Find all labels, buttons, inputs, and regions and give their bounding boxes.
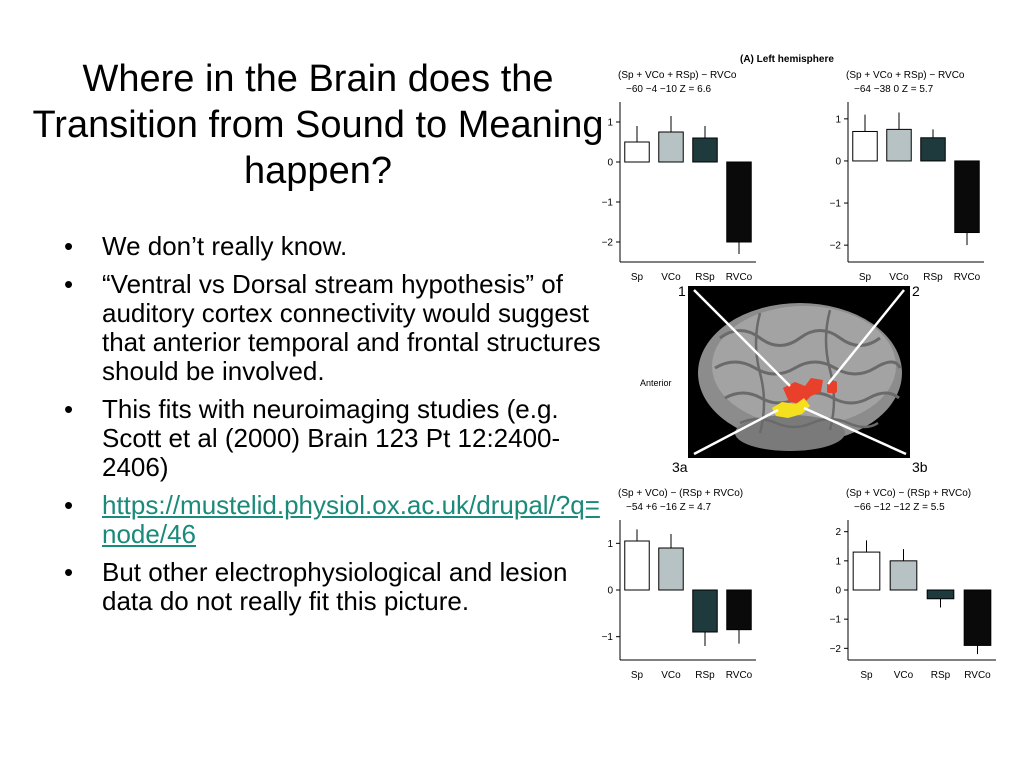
sulcus [714,360,902,376]
y-tick-label: −2 [830,241,842,252]
y-tick-label: 1 [607,539,613,550]
brain-label-2: 2 [912,283,920,299]
bar-vco [886,128,912,162]
x-tick-label: Sp [631,272,644,283]
bar-rvco [726,161,752,243]
arrow-2 [827,289,905,385]
bullet-item: https://mustelid.physiol.ox.ac.uk/drupal… [58,491,606,549]
bullet-item: “Ventral vs Dorsal stream hypothesis” of… [58,270,606,386]
y-tick-label: 0 [835,156,841,167]
x-tick-label: RSp [923,272,943,283]
slide-title: Where in the Brain does the Transition f… [32,58,604,192]
brain-label-1: 1 [678,283,686,299]
bar-sp [852,551,881,591]
y-tick-label: −1 [602,198,614,209]
bar-vco [889,560,918,591]
y-tick-label: 1 [835,556,841,567]
activation-yellow [772,398,810,418]
x-tick-label: RSp [695,670,715,681]
x-tick-label: RVCo [964,670,991,681]
y-tick-label: 0 [835,586,841,597]
y-tick-label: 2 [835,527,841,538]
reference-link[interactable]: https://mustelid.physiol.ox.ac.uk/drupal… [102,490,600,549]
bullet-item: But other electrophysiological and lesio… [58,558,606,616]
bar-chart-panels: (Sp + VCo + RSp) − RVCo −60 −4 −10 Z = 6.… [602,70,996,681]
figure-canvas: (A) Left hemisphere 1 [602,54,996,681]
x-tick-label: RVCo [954,272,981,283]
x-tick-label: VCo [894,670,914,681]
chart-subtitle: −64 −38 0 Z = 5.7 [854,84,934,95]
x-tick-label: RSp [695,272,715,283]
brain-label-3b: 3b [912,459,928,475]
bar-rsp [926,589,955,600]
x-tick-label: Sp [859,272,872,283]
chart-subtitle: −54 +6 −16 Z = 4.7 [626,502,712,513]
x-tick-label: Sp [860,670,873,681]
brain-label-3a: 3a [672,459,688,475]
bar-vco [658,547,684,591]
y-tick-label: −1 [602,632,614,643]
sulcus [754,312,766,434]
bar-rsp [692,589,718,633]
pointer-arrows [693,289,907,456]
x-tick-label: RVCo [726,670,753,681]
chart-title: (Sp + VCo + RSp) − RVCo [846,70,965,81]
sulcus [739,417,879,429]
x-tick-label: RSp [931,670,951,681]
bar-sp [624,540,650,591]
bullet-item: This fits with neuroimaging studies (e.g… [58,395,606,482]
y-tick-label: −1 [830,199,842,210]
bar-chart-panel-1: (Sp + VCo + RSp) − RVCo −60 −4 −10 Z = 6.… [602,70,756,283]
x-tick-label: Sp [631,670,644,681]
bar-sp [624,141,650,163]
activation-red [783,378,823,404]
bar-chart-panel-3a: (Sp + VCo) − (RSp + RVCo) −54 +6 −16 Z = … [602,488,756,681]
sulcus [719,329,881,347]
brain-label-anterior: Anterior [640,378,672,388]
y-tick-label: 0 [607,586,613,597]
bar-rvco [963,589,992,646]
y-tick-label: −2 [830,644,842,655]
x-tick-label: VCo [661,670,681,681]
bar-rvco [726,589,752,631]
brain-figure: (A) Left hemisphere 1 [590,48,1010,688]
bar-chart-panel-3b: (Sp + VCo) − (RSp + RVCo) −66 −12 −12 Z =… [830,488,996,681]
arrow-3b [803,406,907,456]
bar-chart-panel-2: (Sp + VCo + RSp) − RVCo −64 −38 0 Z = 5.7… [830,70,984,283]
chart-subtitle: −60 −4 −10 Z = 6.6 [626,84,712,95]
chart-title: (Sp + VCo) − (RSp + RVCo) [618,488,743,499]
bar-vco [658,131,684,163]
bar-rvco [954,160,980,234]
x-tick-label: VCo [889,272,909,283]
chart-title: (Sp + VCo) − (RSp + RVCo) [846,488,971,499]
x-tick-label: VCo [661,272,681,283]
x-tick-label: RVCo [726,272,753,283]
y-tick-label: 1 [835,114,841,125]
bar-rsp [920,137,946,162]
bar-sp [852,130,878,162]
y-tick-label: −1 [830,615,842,626]
y-tick-label: 0 [607,158,613,169]
brain-image [688,286,910,458]
bullet-item: We don’t really know. [58,232,606,262]
y-tick-label: 1 [607,118,613,129]
arrow-1 [693,289,791,387]
chart-title: (Sp + VCo + RSp) − RVCo [618,70,737,81]
y-tick-label: −2 [602,238,614,249]
figure-header: (A) Left hemisphere [740,54,834,65]
sulcus [824,309,836,431]
chart-subtitle: −66 −12 −12 Z = 5.5 [854,502,945,513]
bar-rsp [692,137,718,163]
arrow-3a [693,408,779,456]
bullet-list: We don’t really know. “Ventral vs Dorsal… [58,232,606,625]
